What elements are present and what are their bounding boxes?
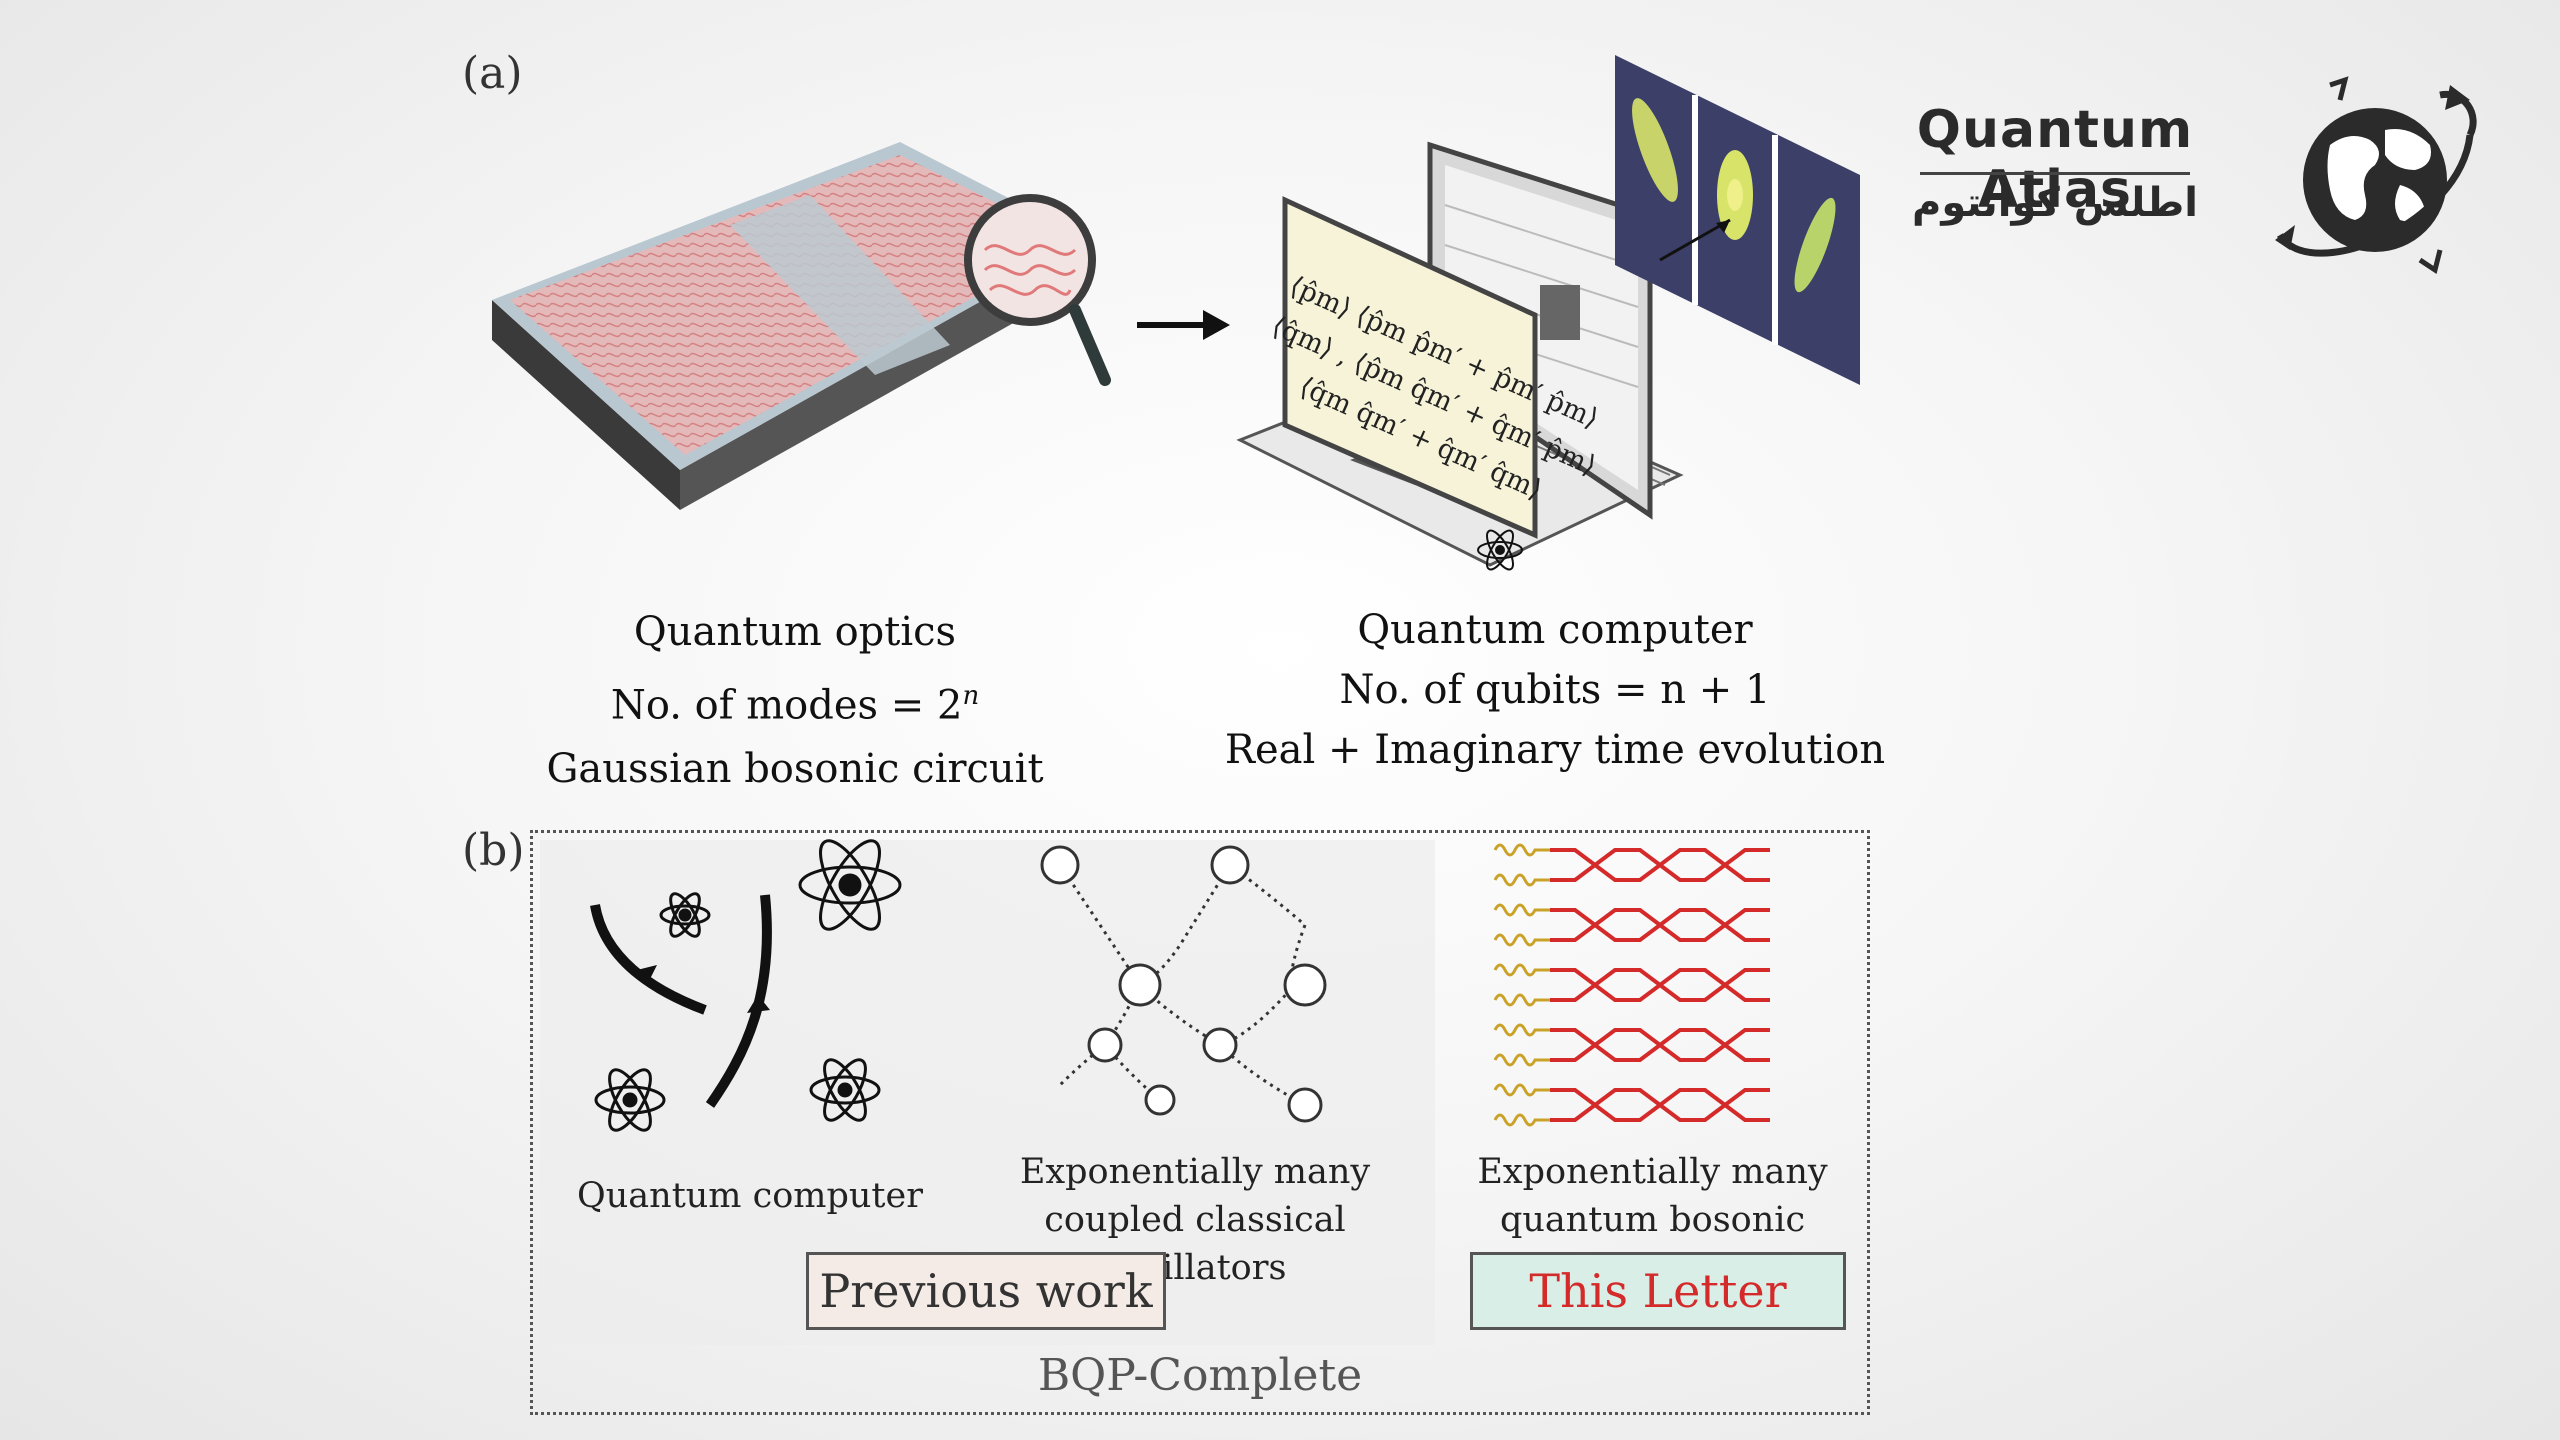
bqp-complete-label: BQP-Complete <box>1037 1350 1363 1401</box>
optics-caption-circuit: Gaussian bosonic circuit <box>546 746 1044 793</box>
computer-caption-evolution: Real + Imaginary time evolution <box>1224 727 1886 773</box>
computer-caption: Quantum computer No. of qubits = n + 1 R… <box>1205 600 1905 780</box>
logo-divider <box>1920 172 2190 175</box>
col3-caption-line1: Exponentially many <box>1477 1152 1828 1192</box>
globe-logo-icon <box>2275 76 2477 275</box>
previous-work-label: Previous work <box>806 1252 1166 1330</box>
col2-caption-line1: Exponentially many <box>1019 1152 1371 1192</box>
logo-subtitle: اطلس کوانتوم <box>1912 180 2198 226</box>
computer-caption-qubits: No. of qubits = n + 1 <box>1339 667 1771 713</box>
optics-caption-title: Quantum optics <box>633 609 957 655</box>
coupled-oscillators-drawing <box>1040 845 1327 1123</box>
optics-caption: Quantum optics No. of modes = 2n Gaussia… <box>500 600 1090 801</box>
this-letter-label: This Letter <box>1470 1252 1846 1330</box>
laptop-illustration <box>1236 55 1860 571</box>
bosonic-modes-network <box>1493 843 1770 1127</box>
photonic-chip-illustration <box>492 142 1111 510</box>
computer-caption-title: Quantum computer <box>1357 607 1753 653</box>
quantum-computer-drawing <box>590 839 902 1132</box>
optics-caption-modes: No. of modes = 2n <box>610 681 980 729</box>
right-arrow-icon <box>1137 310 1230 340</box>
panel-b-label: (b) <box>462 825 525 876</box>
col1-caption: Quantum computer <box>577 1176 923 1216</box>
bqp-complete-frame <box>530 830 1870 1415</box>
panel-a-label: (a) <box>462 48 523 99</box>
logo-title: Quantum Atlas <box>1916 100 2194 220</box>
